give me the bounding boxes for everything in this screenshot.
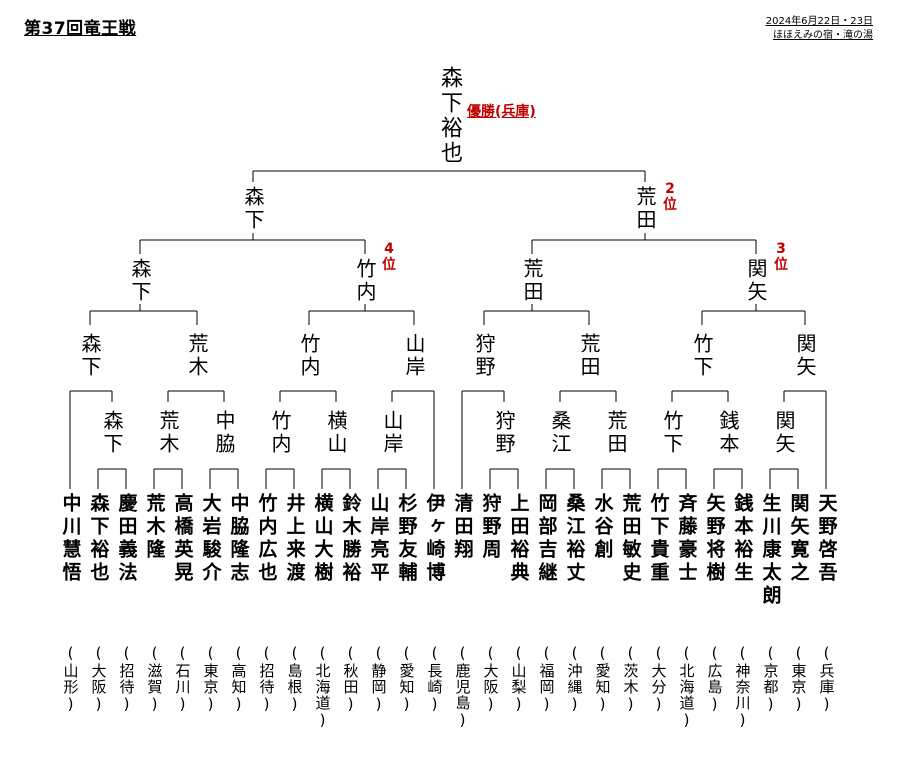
player-prefecture: (福岡) <box>537 644 556 714</box>
player-name: 狩野周 <box>479 493 502 562</box>
player-name: 伊ヶ崎博 <box>423 493 446 585</box>
player-name: 大岩駿介 <box>199 493 222 585</box>
event-date: 2024年6月22日・23日 <box>765 16 873 27</box>
event-venue: ほほえみの宿・滝の湯 <box>773 30 873 41</box>
player-name: 高橋英晃 <box>171 493 194 585</box>
quarterfinal-player-2: 荒木 <box>185 333 209 379</box>
winner-label: 優勝(兵庫) <box>467 104 536 120</box>
round3-player-6: 山岸 <box>380 410 404 456</box>
player-prefecture: (招待) <box>117 644 136 714</box>
player-name: 上田裕典 <box>507 493 530 585</box>
player-name: 荒田敏史 <box>619 493 642 585</box>
quarterfinal-player-7: 竹下 <box>690 333 714 379</box>
quarterfinal-player-4: 山岸 <box>402 333 426 379</box>
player-name: 鈴木勝裕 <box>339 493 362 585</box>
quarterfinal-player-1: 森下 <box>78 333 102 379</box>
quarterfinal-player-6: 荒田 <box>577 333 601 379</box>
player-name: 荒木隆 <box>143 493 166 562</box>
semifinal-player-4: 関矢 <box>744 258 768 304</box>
player-name: 横山大樹 <box>311 493 334 585</box>
player-prefecture: (島根) <box>285 644 304 714</box>
player-prefecture: (北海道) <box>313 644 332 730</box>
player-prefecture: (大阪) <box>481 644 500 714</box>
player-name: 水谷創 <box>591 493 614 562</box>
player-prefecture: (大分) <box>649 644 668 714</box>
player-name: 矢野将樹 <box>703 493 726 585</box>
round3-player-7: 狩野 <box>492 410 516 456</box>
player-prefecture: (山梨) <box>509 644 528 714</box>
quarterfinal-player-5: 狩野 <box>472 333 496 379</box>
player-prefecture: (高知) <box>229 644 248 714</box>
round3-player-12: 関矢 <box>772 410 796 456</box>
player-name: 中脇隆志 <box>227 493 250 585</box>
player-prefecture: (茨木) <box>621 644 640 714</box>
rank-second: 2位 <box>663 181 677 213</box>
player-prefecture: (兵庫) <box>817 644 836 714</box>
player-prefecture: (京都) <box>761 644 780 714</box>
round3-player-10: 竹下 <box>660 410 684 456</box>
player-name: 杉野友輔 <box>395 493 418 585</box>
round3-player-4: 竹内 <box>268 410 292 456</box>
player-name: 山岸亮平 <box>367 493 390 585</box>
rank-fourth: 4位 <box>382 241 396 273</box>
round3-player-9: 荒田 <box>604 410 628 456</box>
player-name: 天野啓吾 <box>815 493 838 585</box>
player-prefecture: (秋田) <box>341 644 360 714</box>
player-prefecture: (北海道) <box>677 644 696 730</box>
player-name: 関矢寛之 <box>787 493 810 585</box>
player-name: 井上来渡 <box>283 493 306 585</box>
champion-name: 森下裕也 <box>437 66 462 166</box>
final-player-1: 森下 <box>241 186 265 232</box>
quarterfinal-player-3: 竹内 <box>297 333 321 379</box>
player-prefecture: (長崎) <box>425 644 444 714</box>
player-prefecture: (静岡) <box>369 644 388 714</box>
player-prefecture: (東京) <box>201 644 220 714</box>
player-prefecture: (鹿児島) <box>453 644 472 730</box>
player-prefecture: (東京) <box>789 644 808 714</box>
player-name: 桑江裕丈 <box>563 493 586 585</box>
player-prefecture: (滋賀) <box>145 644 164 714</box>
round3-player-11: 銭本 <box>716 410 740 456</box>
round3-player-2: 荒木 <box>156 410 180 456</box>
player-name: 中川慧悟 <box>59 493 82 585</box>
semifinal-player-2: 竹内 <box>353 258 377 304</box>
final-player-2: 荒田 <box>633 186 657 232</box>
player-name: 慶田義法 <box>115 493 138 585</box>
page-title: 第37回竜王戦 <box>24 19 137 39</box>
round3-player-5: 横山 <box>324 410 348 456</box>
round3-player-8: 桑江 <box>548 410 572 456</box>
player-name: 竹下貴重 <box>647 493 670 585</box>
event-meta: 2024年6月22日・23日 ほほえみの宿・滝の湯 <box>766 15 873 43</box>
player-name: 清田翔 <box>451 493 474 562</box>
player-prefecture: (大阪) <box>89 644 108 714</box>
round3-player-3: 中脇 <box>212 410 236 456</box>
player-prefecture: (山形) <box>61 644 80 714</box>
player-prefecture: (神奈川) <box>733 644 752 730</box>
player-prefecture: (沖縄) <box>565 644 584 714</box>
player-name: 竹内広也 <box>255 493 278 585</box>
player-prefecture: (愛知) <box>593 644 612 714</box>
rank-third: 3位 <box>774 241 788 273</box>
player-name: 生川康太朗 <box>759 493 782 608</box>
round3-player-1: 森下 <box>100 410 124 456</box>
quarterfinal-player-8: 関矢 <box>793 333 817 379</box>
player-name: 斉藤豪士 <box>675 493 698 585</box>
semifinal-player-3: 荒田 <box>520 258 544 304</box>
player-prefecture: (愛知) <box>397 644 416 714</box>
player-name: 岡部吉継 <box>535 493 558 585</box>
player-name: 森下裕也 <box>87 493 110 585</box>
player-name: 銭本裕生 <box>731 493 754 585</box>
player-prefecture: (石川) <box>173 644 192 714</box>
player-prefecture: (広島) <box>705 644 724 714</box>
player-prefecture: (招待) <box>257 644 276 714</box>
semifinal-player-1: 森下 <box>128 258 152 304</box>
